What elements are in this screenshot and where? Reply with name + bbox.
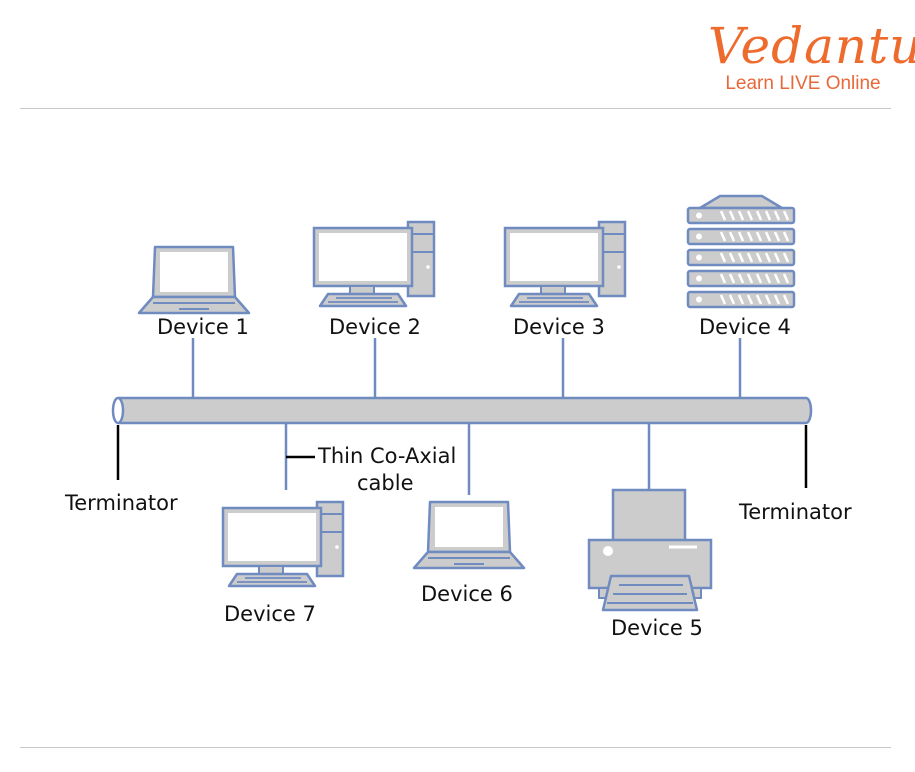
brand-name: Vedantu	[708, 17, 915, 75]
device-6-label: Device 6	[421, 582, 513, 606]
device-4-server-icon	[686, 194, 796, 309]
terminator-right-label: Terminator	[739, 500, 852, 524]
device-4-label: Device 4	[699, 315, 791, 339]
top-divider	[20, 108, 891, 109]
terminator-left-label: Terminator	[65, 491, 178, 515]
device-1-laptop-icon	[137, 245, 251, 315]
brand-tagline: Learn LIVE Online	[725, 73, 881, 94]
device-2-label: Device 2	[329, 315, 421, 339]
device-2-desktop-icon	[312, 220, 436, 308]
device-5-label: Device 5	[611, 616, 703, 640]
vedantu-logo: Vedantu Learn LIVE Online	[708, 17, 915, 94]
device-7-desktop-icon	[221, 500, 345, 588]
device-5-printer-icon	[587, 488, 713, 612]
device-7-label: Device 7	[224, 602, 316, 626]
bottom-divider	[20, 747, 891, 748]
device-1-label: Device 1	[157, 315, 249, 339]
cable-label-line-2: cable	[357, 471, 414, 495]
device-3-label: Device 3	[513, 315, 605, 339]
coaxial-bus-cable	[111, 396, 813, 425]
device-3-desktop-icon	[503, 220, 627, 308]
device-6-laptop-icon	[412, 500, 526, 570]
cable-label-line-1: Thin Co-Axial	[318, 444, 457, 468]
